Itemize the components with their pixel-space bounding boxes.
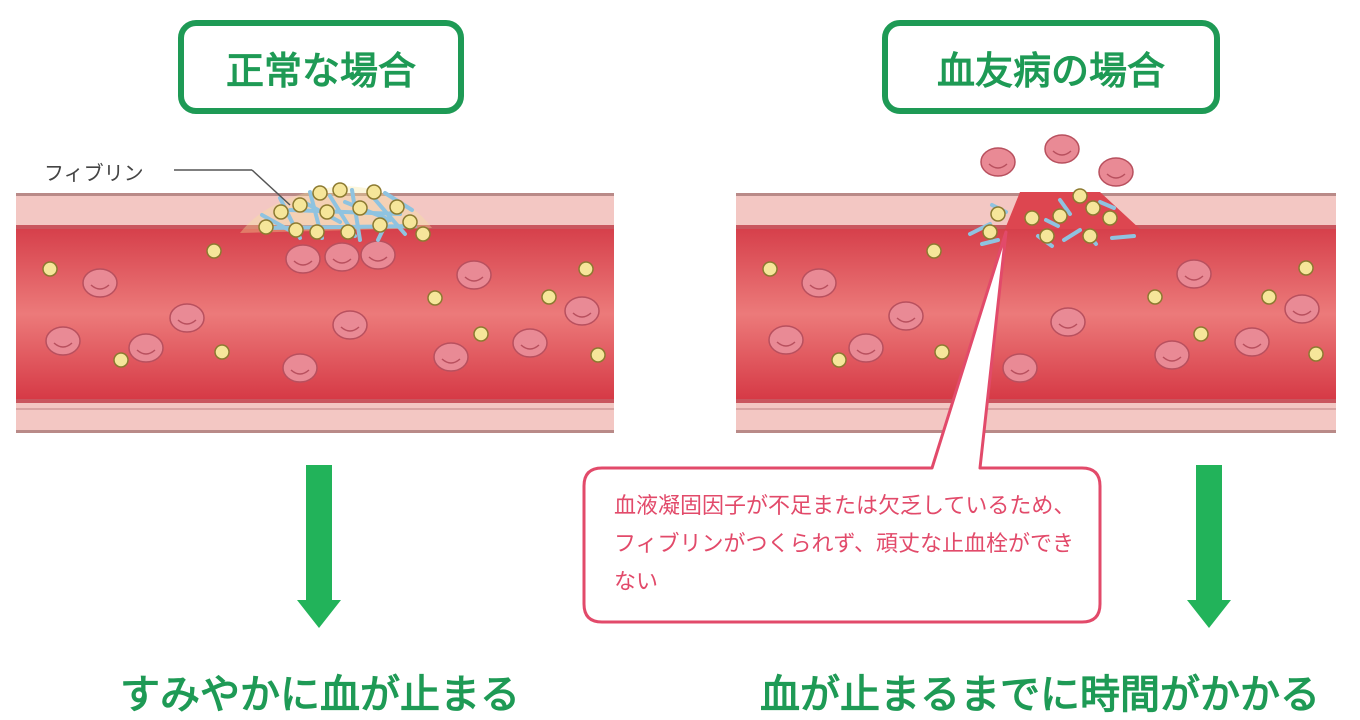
hemophilia-title: 血友病の場合 [882,20,1220,114]
hemophilia-escaping-red-cells [980,134,1134,187]
normal-title: 正常な場合 [178,20,464,114]
hemophilia-weak-plug [968,188,1136,248]
normal-clot [240,182,432,242]
fibrin-leader-line-diagonal [251,169,291,206]
hemophilia-title-text: 血友病の場合 [936,48,1165,93]
hemophilia-down-arrow [1187,465,1231,628]
hemophilia-vessel [736,192,1336,433]
normal-result: すみやかに血が止まる [120,672,520,718]
hemophilia-result: 血が止まるまでに時間がかかる [760,672,1320,718]
callout-bubble [582,230,1102,624]
normal-down-arrow [297,465,341,628]
callout-text: 血液凝固因子が不足または欠乏しているため、フィブリンがつくられず、頑丈な止血栓が… [614,494,1076,595]
normal-title-text: 正常な場合 [225,48,416,93]
fibrin-label: フィブリン [44,161,144,185]
